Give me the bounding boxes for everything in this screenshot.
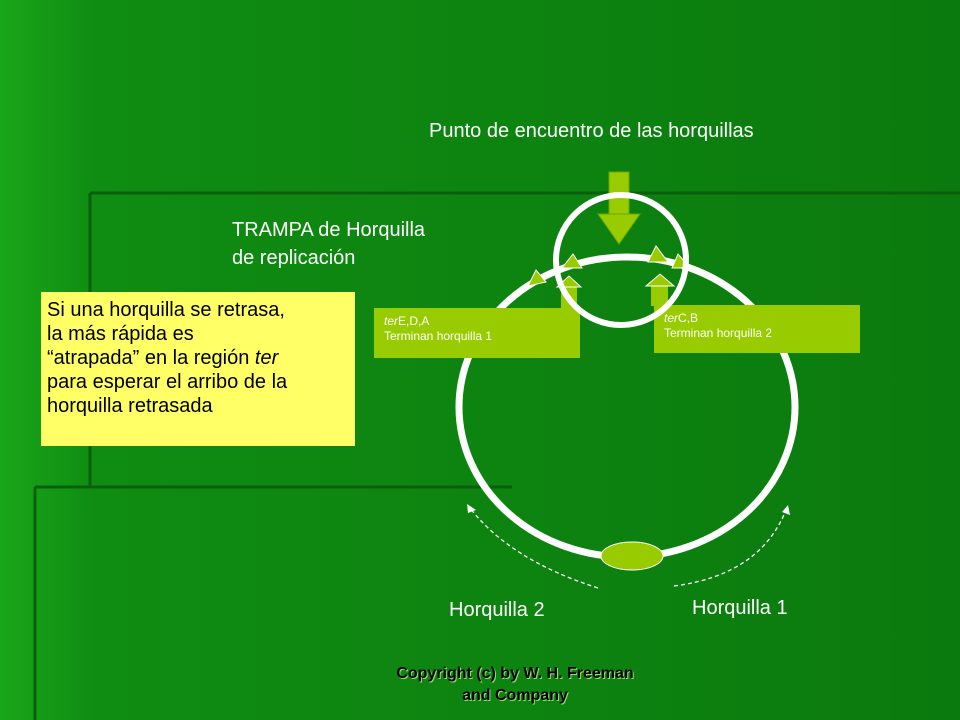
trap-title-line2: de replicación [232, 247, 356, 269]
note-line2: la más rápida es [47, 323, 194, 345]
ter-arrowhead-right-1 [647, 245, 669, 263]
ter-arrowhead-left-1 [527, 269, 547, 287]
copyright-line2: and Company [462, 687, 568, 704]
ter-arrowhead-left-2 [560, 253, 583, 269]
note-line1: Si una horquilla se retrasa, [47, 299, 285, 321]
origin-oval [600, 541, 664, 571]
ter-trap-circle [553, 192, 689, 328]
fork-1-arrowhead [782, 505, 790, 515]
ter-edA-caption: Terminan horquilla 1 [384, 329, 493, 343]
meeting-point-label: Punto de encuentro de las horquillas [429, 120, 754, 142]
note-line3-italic: ter [254, 347, 279, 369]
ter-cB-box: terC,B Terminan horquilla 2 [654, 305, 860, 353]
fork-2-arrowhead [467, 504, 476, 513]
ter-cB-caption: Terminan horquilla 2 [664, 326, 773, 340]
ter-arrowhead-right-3 [644, 273, 676, 287]
ter-block-right [651, 284, 668, 306]
fork-1-path [673, 509, 787, 587]
ter-edA-italic: ter [384, 314, 399, 328]
note-line3: “atrapada” en la región ter [47, 346, 349, 370]
explanation-note: Si una horquilla se retrasa, la más rápi… [41, 292, 355, 446]
trap-title-line1: TRAMPA de Horquilla [232, 219, 426, 241]
note-line5: horquilla retrasada [47, 395, 213, 417]
ter-edA-sites: E,D,A [398, 314, 430, 328]
fork-1-label: Horquilla 1 [692, 597, 788, 619]
meeting-arrow-head [597, 213, 641, 245]
ter-cB-italic: ter [664, 311, 679, 325]
note-line4: para esperar el arribo de la [47, 371, 288, 393]
fork-2-label: Horquilla 2 [449, 599, 545, 621]
copyright-notice: Copyright (c) by W. H. Freeman and Compa… [378, 663, 652, 707]
copyright-line1: Copyright (c) by W. H. Freeman [396, 665, 634, 682]
note-line3-text: “atrapada” en la región [47, 347, 255, 369]
ter-edA-box: terE,D,A Terminan horquilla 1 [374, 308, 580, 358]
ter-cB-sites: C,B [678, 311, 699, 325]
